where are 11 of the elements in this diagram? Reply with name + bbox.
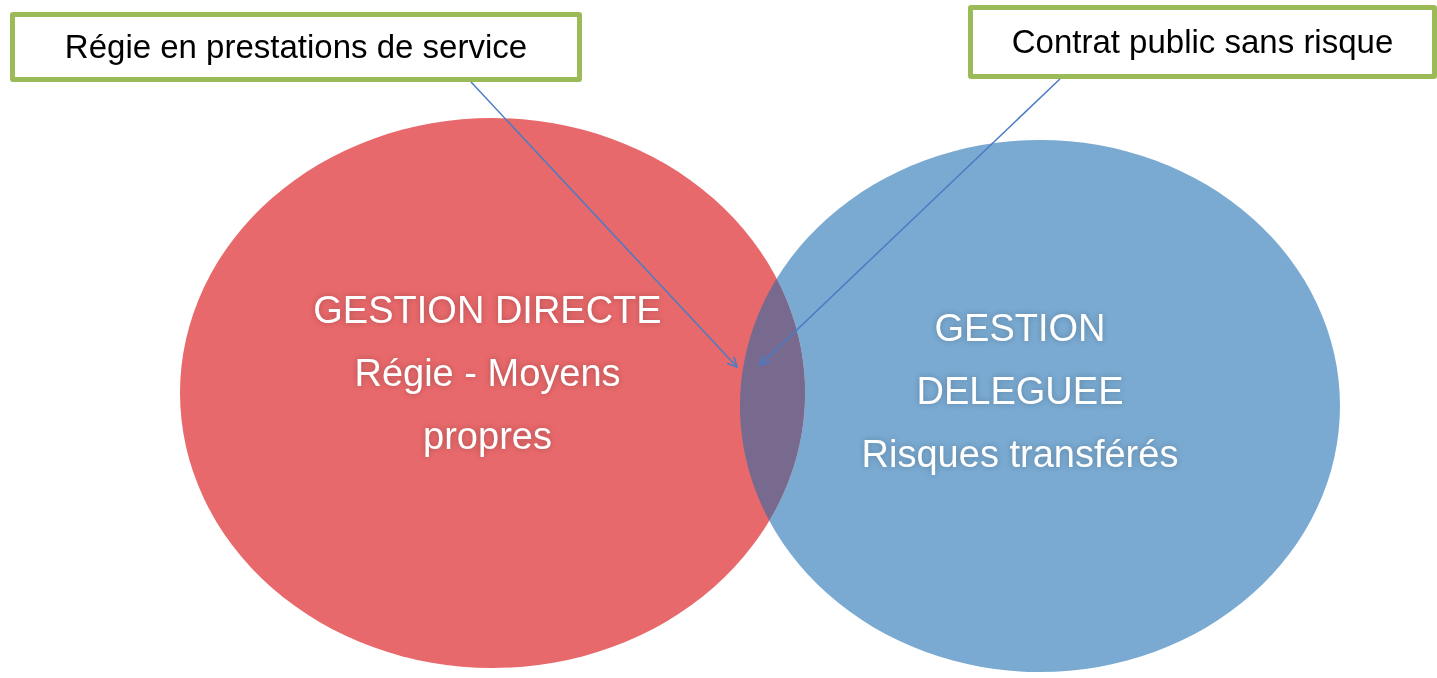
circle-heading: GESTION DIRECTE [312, 287, 663, 333]
callout-box [10, 12, 582, 82]
circle-heading: GESTION DELEGUEE [915, 305, 1125, 414]
leader-line [470, 81, 738, 368]
callout-text: Contrat public sans risque [1011, 23, 1394, 61]
circle-text: Risques transférés [860, 431, 1180, 477]
callout-box [968, 5, 1437, 79]
circle-text: Régie - Moyens propres [353, 350, 622, 459]
overlap-region [740, 278, 805, 521]
leader-line [759, 78, 1061, 366]
callout-text: Régie en prestations de service [64, 28, 528, 66]
